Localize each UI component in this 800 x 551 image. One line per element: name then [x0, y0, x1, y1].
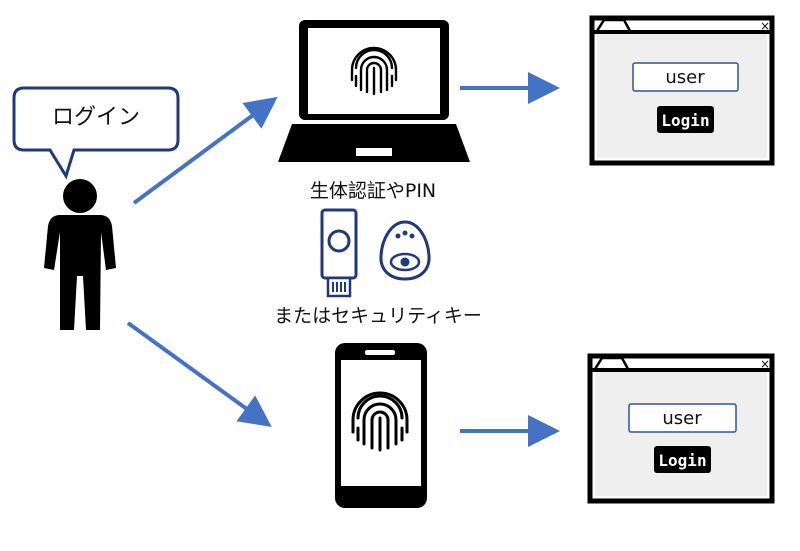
fingerprint-icon — [351, 391, 409, 452]
close-icon[interactable]: × — [760, 357, 770, 371]
speech-bubble-text: ログイン — [52, 105, 140, 130]
username-field[interactable] — [628, 403, 737, 433]
username-field[interactable] — [632, 62, 739, 92]
login-button-label: Login — [658, 451, 706, 470]
fingerprint-icon — [350, 46, 398, 96]
speech-bubble: ログイン — [12, 86, 180, 180]
username-value: user — [662, 408, 702, 429]
login-button-label: Login — [661, 111, 709, 130]
laptop-icon — [278, 20, 470, 162]
fob-security-key-icon — [379, 220, 431, 281]
person-icon — [44, 179, 116, 330]
login-window-top: × user Login — [589, 15, 775, 166]
usb-security-key-icon — [320, 208, 358, 298]
arrow-to-laptop — [132, 96, 278, 205]
biometric-label: 生体認証やPIN — [310, 180, 436, 202]
smartphone-icon — [335, 343, 427, 508]
close-icon[interactable]: × — [760, 19, 770, 33]
login-window-bottom: × user Login — [587, 353, 775, 504]
username-value: user — [665, 67, 705, 88]
security-key-label: またはセキュリティキー — [274, 305, 482, 327]
arrow-to-phone — [126, 321, 272, 428]
login-button[interactable] — [657, 106, 714, 133]
login-button[interactable] — [654, 446, 711, 473]
